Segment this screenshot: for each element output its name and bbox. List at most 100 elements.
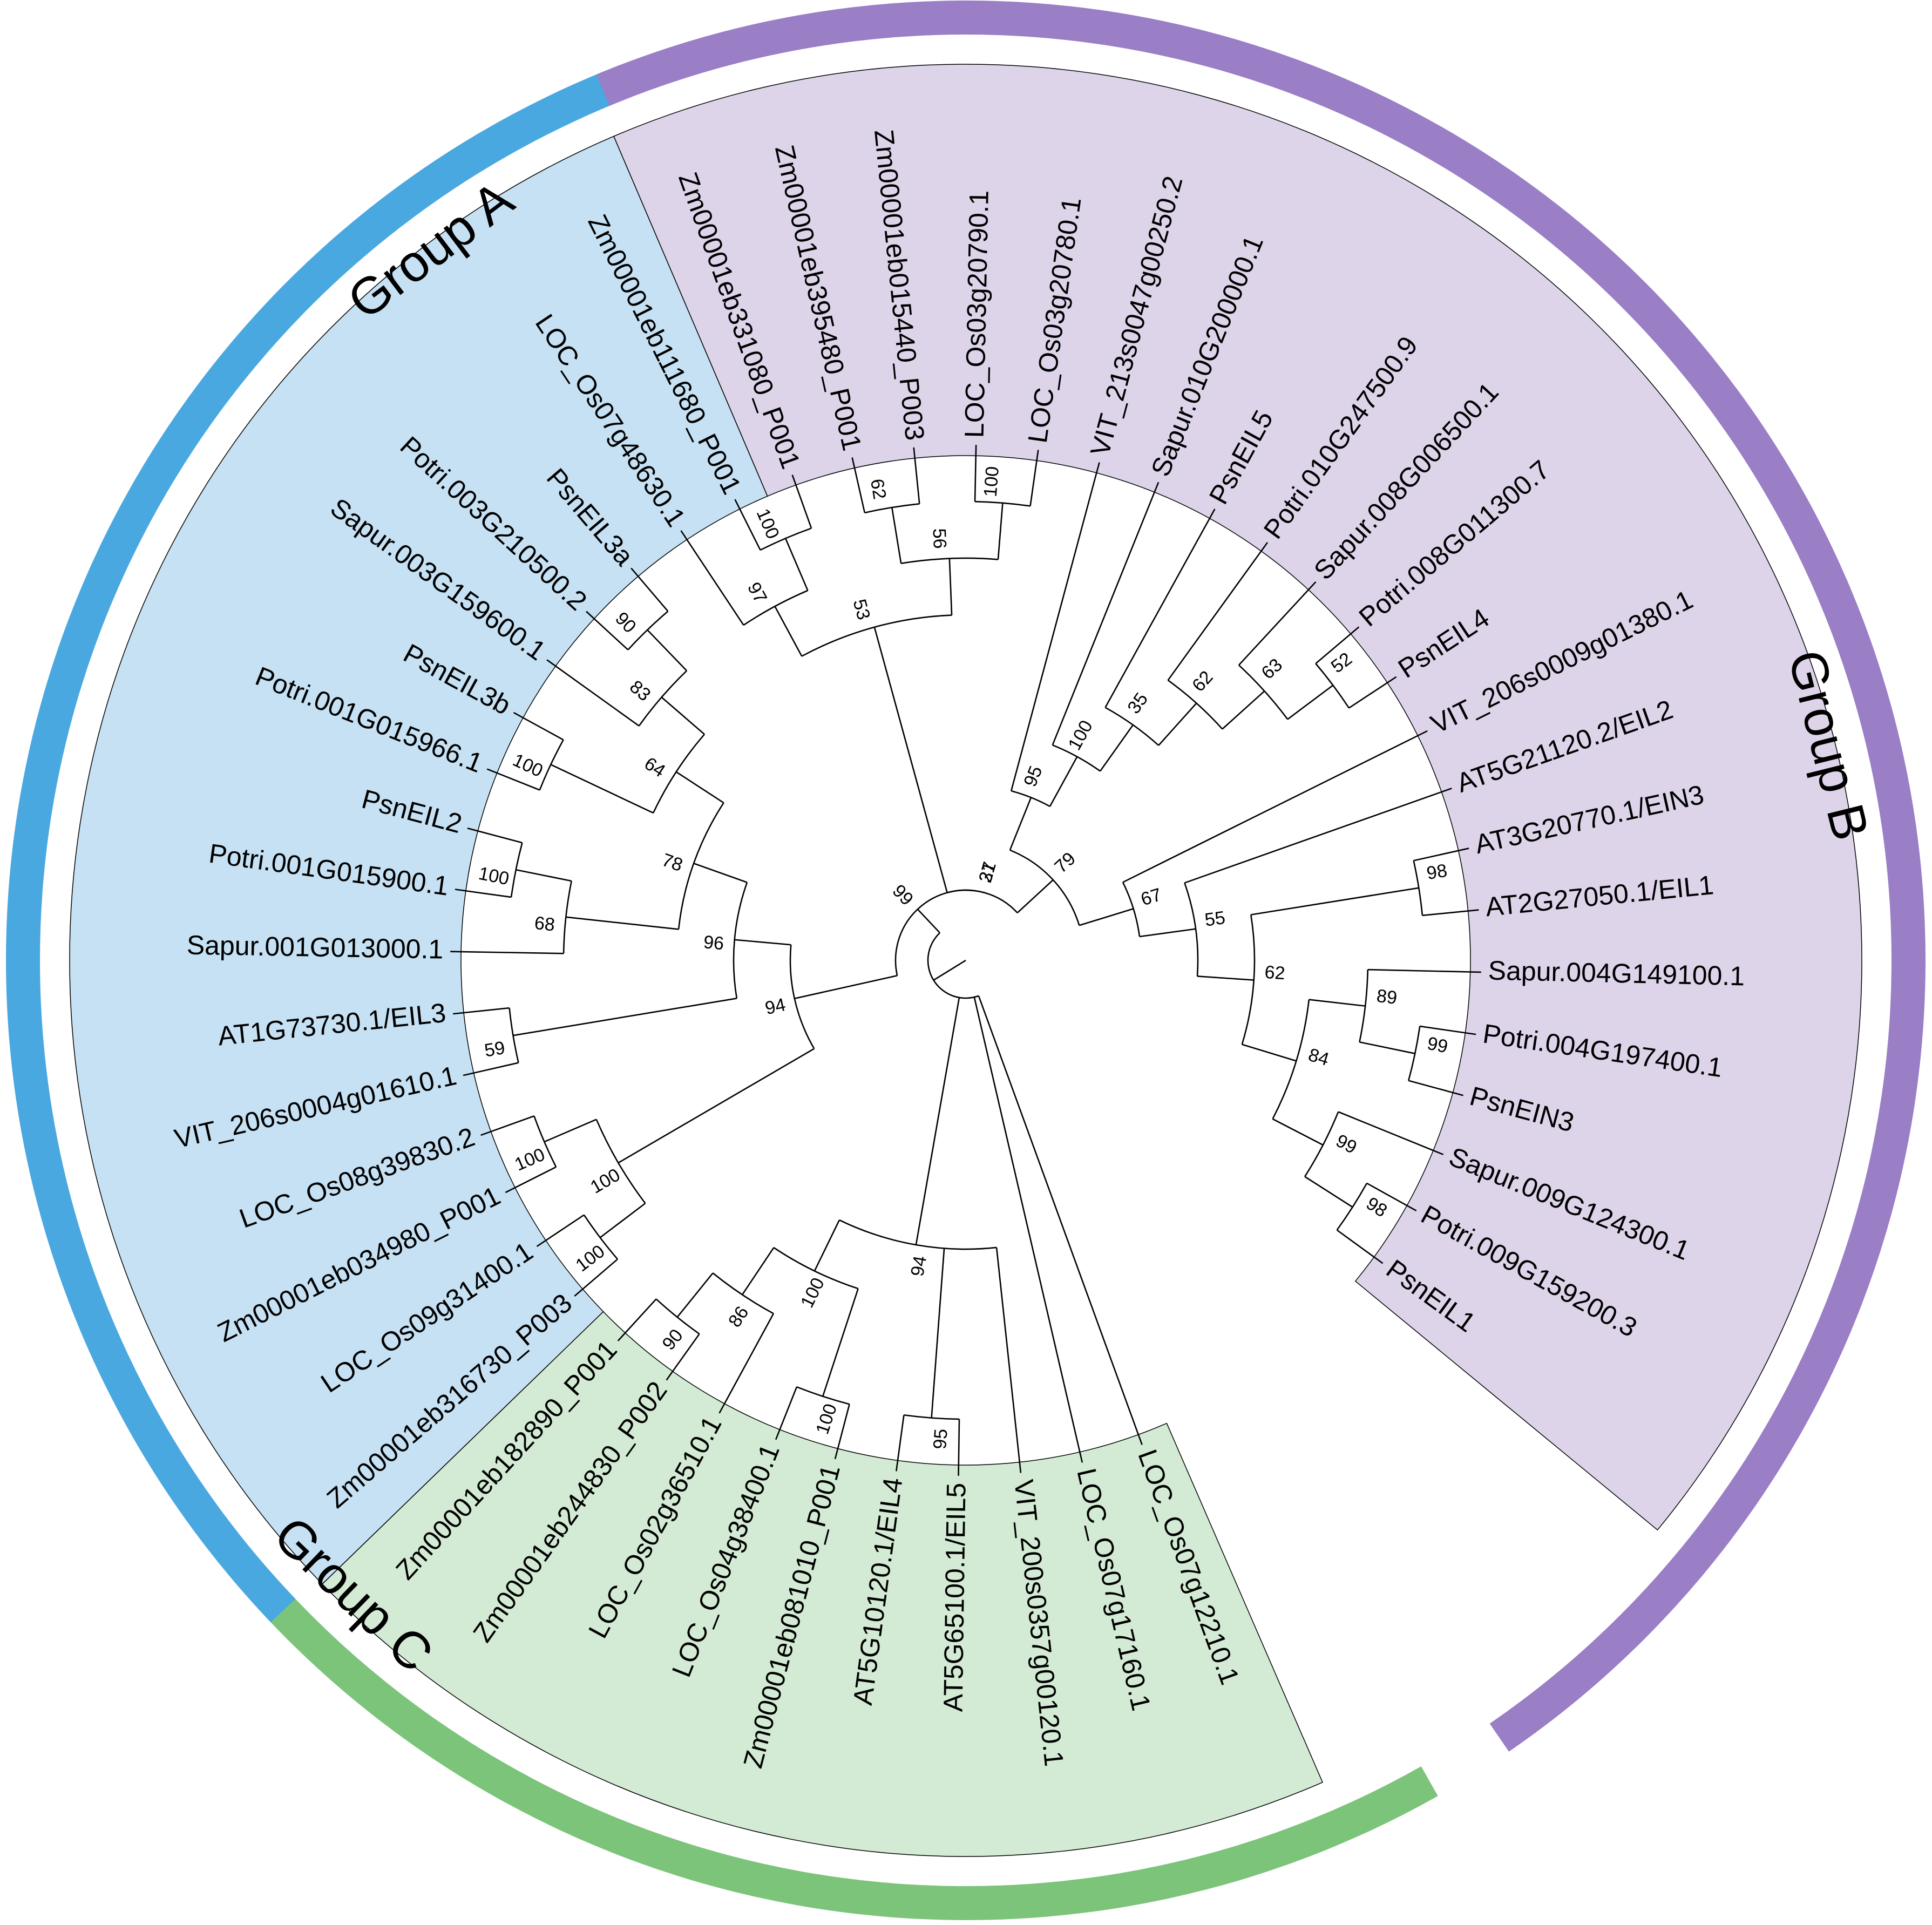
tree-branch-radial: [784, 538, 809, 591]
tree-branch-radial: [546, 659, 640, 727]
tree-branch-arc: [760, 527, 812, 551]
bootstrap-value: 64: [641, 753, 669, 781]
group-ring-b: [6, 65, 632, 1623]
bootstrap-value: 100: [587, 1164, 623, 1197]
tree-branch-arc: [595, 1119, 646, 1204]
tree-branch-radial: [480, 1115, 534, 1136]
bootstrap-value: 96: [703, 932, 725, 954]
tree-branch-radial: [617, 1298, 657, 1341]
tree-branch-arc: [510, 842, 523, 898]
bootstrap-label-layer: 9510090861009410010010059100681009083647…: [477, 465, 1449, 1450]
tree-branch-arc: [801, 614, 952, 657]
tree-branch-arc: [1336, 1183, 1368, 1231]
tree-branch-radial: [1009, 797, 1032, 851]
tree-branch-arc: [562, 880, 572, 954]
tree-branch-radial: [693, 863, 748, 883]
tree-branch-radial: [891, 507, 902, 564]
tree-branch-radial: [453, 1007, 510, 1015]
tree-branch-arc: [533, 1115, 557, 1168]
bootstrap-value: 59: [483, 1038, 507, 1061]
tree-branch-radial: [1338, 1111, 1444, 1155]
tree-branch-radial: [680, 530, 744, 626]
bootstrap-value: 100: [980, 465, 1003, 498]
tree-branch-radial: [676, 1272, 714, 1318]
group-ring-layer: [6, 0, 1926, 1921]
tree-branch-radial: [1238, 581, 1317, 666]
tree-branch-arc: [1413, 860, 1423, 916]
tree-branch-radial: [913, 447, 920, 504]
tree-branch-arc: [655, 1298, 700, 1335]
tree-branch-arc: [1122, 882, 1141, 937]
tree-branch-radial: [1359, 1041, 1415, 1054]
leaf-label: AT5G65100.1/EIL5: [938, 1482, 972, 1712]
tree-branch-arc: [638, 670, 687, 727]
branch-layer: [450, 445, 1481, 1476]
bootstrap-value: 56: [928, 528, 950, 549]
bootstrap-value: 99: [889, 880, 918, 910]
tree-branch-arc: [743, 589, 808, 626]
tree-branch-arc: [1304, 1111, 1339, 1177]
tree-branch-radial: [467, 827, 523, 844]
bootstrap-value: 100: [512, 1144, 548, 1175]
tree-branch-arc: [900, 557, 999, 564]
tree-branch-radial: [822, 1288, 859, 1397]
bootstrap-value: 67: [1138, 884, 1164, 910]
tree-branch-radial: [915, 997, 960, 1245]
tree-branch-arc: [677, 802, 724, 930]
tree-branch-arc: [733, 882, 748, 999]
bootstrap-value: 79: [1050, 848, 1080, 877]
tree-branch-radial: [1139, 928, 1196, 938]
tree-branch-arc: [789, 945, 815, 1049]
tree-branch-radial: [1029, 450, 1039, 506]
tree-branch-arc: [1315, 663, 1350, 709]
tree-branch-radial: [618, 1048, 815, 1164]
tree-branch-radial: [1315, 626, 1360, 665]
tree-branch-radial: [455, 889, 512, 898]
tree-branch-arc: [839, 1219, 997, 1250]
tree-branch-radial: [1100, 724, 1134, 772]
tree-branch-radial: [948, 558, 953, 615]
clade-sector-b: [69, 135, 768, 1585]
tree-branch-radial: [1184, 788, 1452, 884]
bootstrap-value: 83: [626, 676, 654, 705]
tree-branch-radial: [997, 503, 1004, 560]
tree-branch-radial: [775, 1386, 798, 1440]
tree-branch-arc: [539, 739, 564, 790]
tree-branch-radial: [599, 1203, 646, 1238]
tree-branch-radial: [586, 611, 629, 650]
bootstrap-value: 52: [1327, 648, 1356, 677]
tree-branch-arc: [1238, 665, 1289, 720]
tree-branch-radial: [1420, 1025, 1476, 1035]
tree-branch-radial: [718, 1313, 775, 1414]
bootstrap-value: 100: [510, 750, 546, 782]
tree-branch-arc: [975, 500, 1031, 507]
tree-branch-radial: [544, 1119, 597, 1143]
bootstrap-value: 78: [659, 850, 685, 876]
tree-branch-arc: [627, 611, 669, 650]
tree-branch-radial: [1222, 690, 1265, 730]
bootstrap-value: 100: [753, 506, 783, 542]
bootstrap-value: 100: [797, 1275, 829, 1311]
tree-branch-radial: [774, 606, 803, 657]
tree-branch-radial: [675, 771, 724, 804]
root-branch: [933, 959, 966, 981]
tree-branch-radial: [734, 499, 761, 551]
bootstrap-value: 90: [611, 608, 640, 638]
tree-branch-radial: [995, 1247, 1022, 1473]
tree-branch-radial: [1010, 462, 1100, 791]
leaf-label: LOC_Os03g20790.1: [959, 190, 994, 438]
tree-branch-radial: [1242, 1043, 1297, 1062]
tree-branch-radial: [661, 696, 705, 735]
tree-branch-radial: [566, 916, 679, 930]
tree-branch-radial: [666, 1333, 700, 1381]
tree-branch-radial: [1304, 1176, 1353, 1208]
tree-branch-radial: [1251, 887, 1419, 916]
bootstrap-value: 95: [1020, 763, 1046, 789]
tree-branch-arc: [904, 1414, 960, 1420]
tree-branch-radial: [1016, 879, 1054, 913]
tree-branch-radial: [741, 1247, 775, 1296]
bootstrap-value: 86: [724, 1303, 753, 1331]
tree-branch-radial: [1167, 541, 1269, 681]
tree-branch-radial: [1348, 676, 1397, 709]
